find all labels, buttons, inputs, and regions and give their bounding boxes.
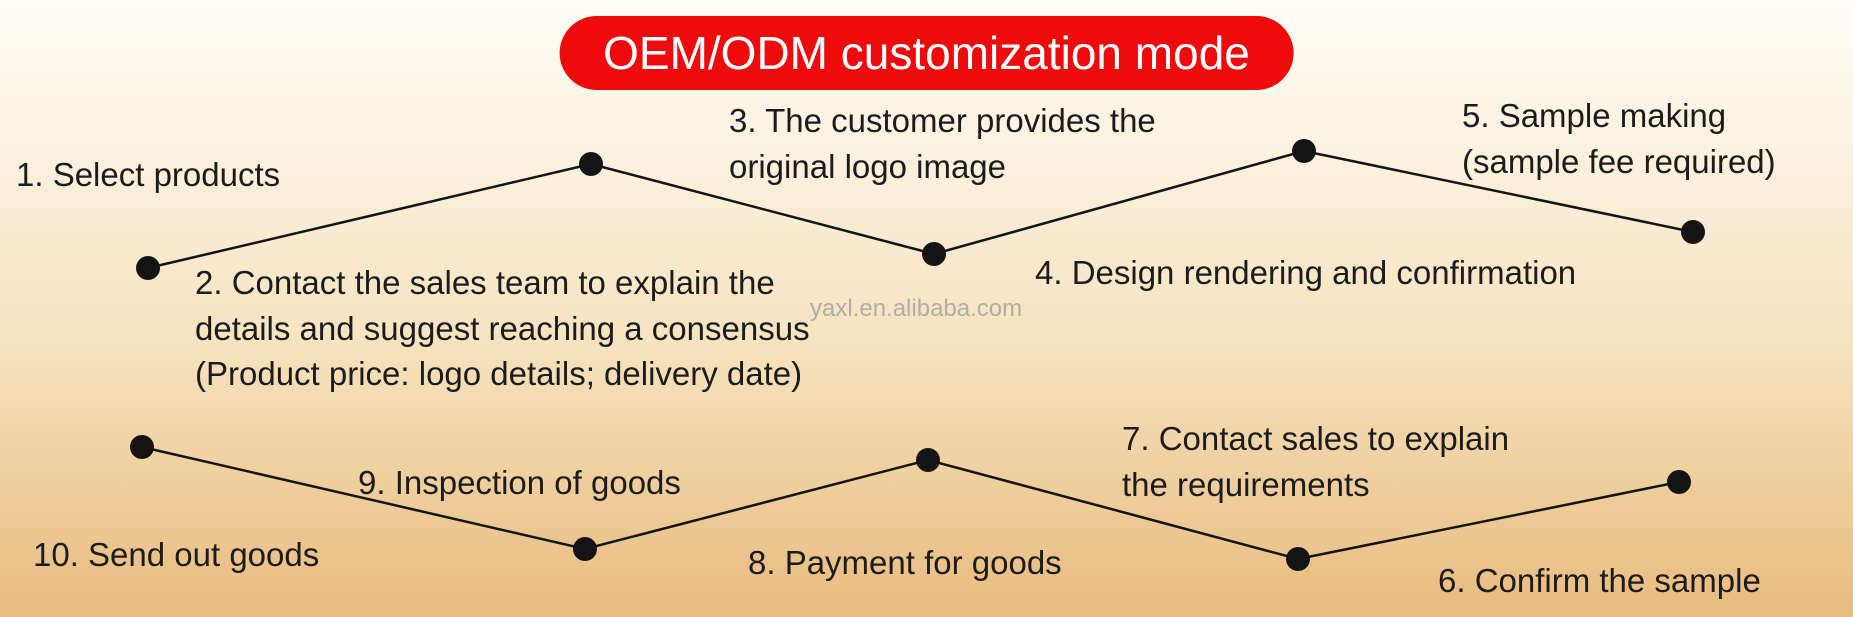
step-label-2: 2. Contact the sales team to explain the… [195, 264, 810, 393]
flow-node [916, 448, 940, 472]
step-label-7: 7. Contact sales to explain the requirem… [1122, 420, 1510, 503]
step-label-5: 5. Sample making (sample fee required) [1462, 97, 1776, 180]
step-label-8: 8. Payment for goods [748, 544, 1062, 581]
flow-node [573, 537, 597, 561]
step-label-9: 9. Inspection of goods [358, 464, 681, 501]
flow-node [922, 242, 946, 266]
flow-node [579, 152, 603, 176]
flow-node [1667, 470, 1691, 494]
flow-node [130, 435, 154, 459]
flow-node [1292, 139, 1316, 163]
step-label-6: 6. Confirm the sample [1438, 562, 1761, 599]
watermark-text: yaxl.en.alibaba.com [810, 295, 1023, 322]
title-badge: OEM/ODM customization mode [559, 16, 1294, 90]
step-label-3: 3. The customer provides the original lo… [729, 102, 1156, 185]
step-label-1: 1. Select products [16, 156, 281, 193]
step-label-10: 10. Send out goods [33, 536, 320, 573]
flow-node [1681, 220, 1705, 244]
title-text: OEM/ODM customization mode [603, 27, 1250, 79]
flow-node [1286, 547, 1310, 571]
step-label-4: 4. Design rendering and confirmation [1035, 254, 1577, 291]
flow-node [136, 256, 160, 280]
